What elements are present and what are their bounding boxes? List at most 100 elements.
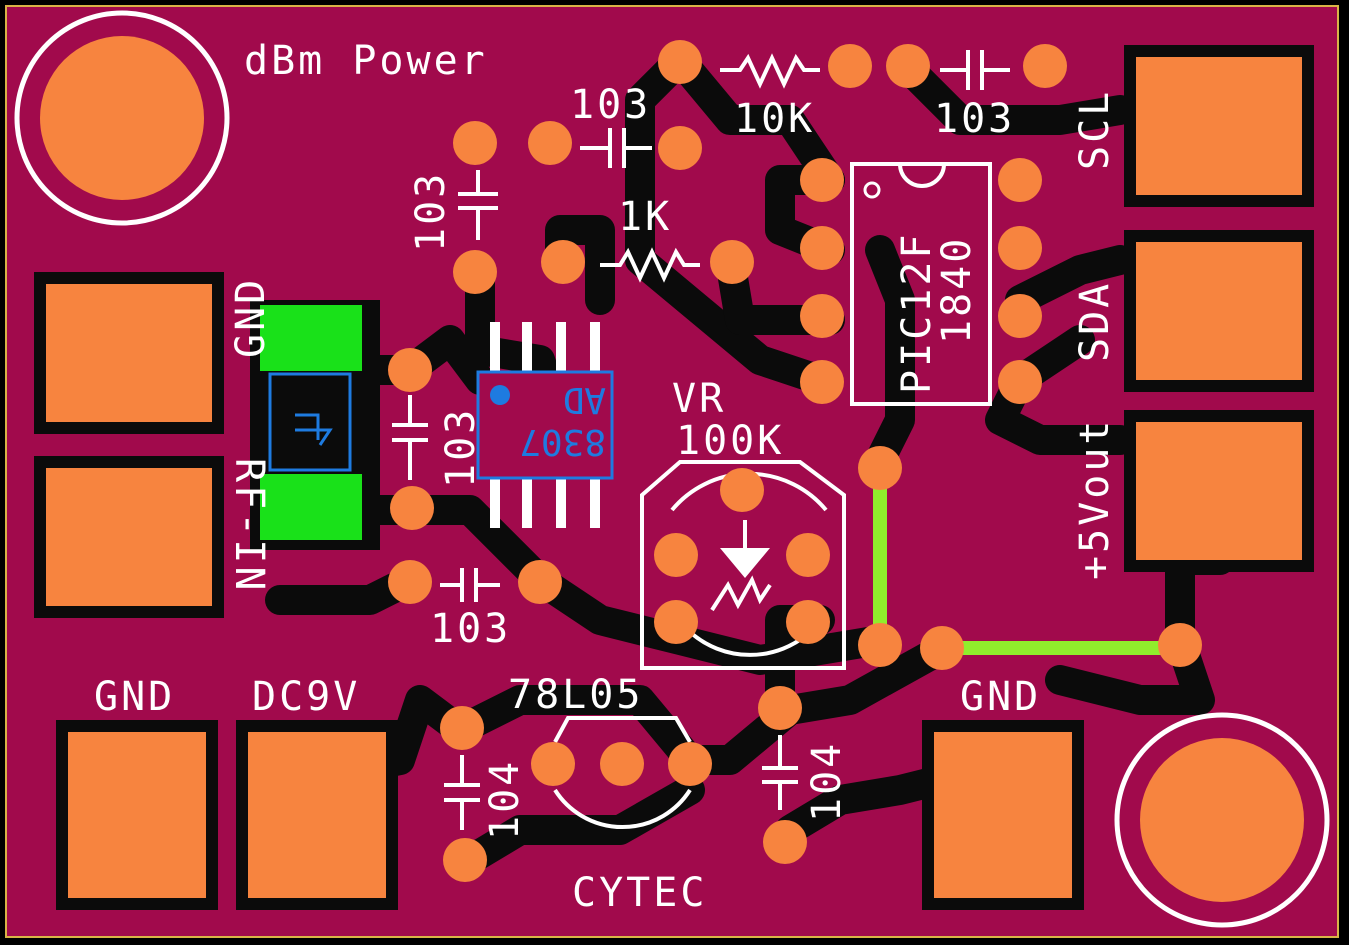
pad [518,560,562,604]
pad [920,626,964,670]
pad [998,360,1042,404]
label-mcu-line1: PIC12F [894,232,940,395]
label-c-right-top: 103 [934,96,1015,142]
pad-gnd-br [934,732,1072,898]
pad [786,533,830,577]
regulator-outline [553,716,692,830]
cap-mid-symbol [392,395,428,480]
pad [654,600,698,644]
cap-top-symbol [580,128,652,168]
pad [668,742,712,786]
reg-bottom [553,788,692,830]
cap-104-left-symbol [444,755,480,830]
through-hole-pads [388,40,1202,882]
cap-right-symbol [940,50,1010,90]
smd-pad-top [260,305,362,371]
pad [654,533,698,577]
pad [858,446,902,490]
mounting-hole-ring [14,10,230,226]
smd-outline [268,372,352,472]
trace [775,765,955,845]
trace [1005,245,1135,315]
vr-zigzag [710,575,772,612]
label-vout: +5Vout [1072,418,1118,581]
trace [455,775,705,875]
brand-label: CYTEC [572,870,707,916]
pad [828,44,872,88]
smd-symbol [295,413,333,446]
pad [1023,44,1067,88]
reg-top [553,716,692,744]
pad [390,486,434,530]
trace [665,45,845,195]
mounting-hole [40,36,204,200]
jumper-wires [873,470,1180,655]
label-c-bottom: 103 [430,606,511,652]
pad [453,121,497,165]
pad-vout [1136,422,1302,560]
vr-frame [640,460,846,670]
pad [998,158,1042,202]
pad [786,600,830,644]
label-regulator: 78L05 [508,672,643,718]
pad [440,706,484,750]
silkscreen-text: dBm Power CYTEC GND RF-IN SCL SDA +5Vout… [94,38,1118,916]
trace [445,685,705,775]
smd-component [250,300,380,550]
label-r-1k: 1K [618,194,672,240]
pad [528,121,572,165]
trace [625,45,835,395]
trace [395,495,895,675]
pad [658,126,702,170]
pad [443,838,487,882]
pad [800,158,844,202]
pad [720,468,764,512]
pad [800,360,844,404]
label-rf-in: RF-IN [226,458,272,593]
pic-ic [850,162,992,406]
pad [710,240,754,284]
label-gnd-bottom-right: GND [960,674,1041,720]
pad-sda [1136,242,1302,380]
smd-pad-bottom [260,474,362,540]
pad [388,560,432,604]
mounting-hole [1140,738,1304,902]
label-c-104-left: 104 [482,759,528,840]
label-gnd-bottom-left: GND [94,674,175,720]
label-vr-value: 100K [676,418,784,464]
label-mcu-line2: 1840 [934,236,980,344]
cap-left-vert-symbol [458,170,498,240]
pad-rf-in [46,468,212,606]
label-c-left-vertical: 103 [408,171,454,252]
cap-104-right-symbol [762,735,798,810]
pad [541,240,585,284]
label-sda: SDA [1072,281,1118,362]
resistor-1k-symbol [600,247,700,283]
pad-scl [1136,57,1302,195]
label-scl: SCL [1072,89,1118,170]
resistor-10k-symbol [720,53,820,89]
pad-gnd-bl [68,732,206,898]
pad [388,348,432,392]
pad [758,686,802,730]
label-detector-line2: 8307 [519,421,606,462]
ic-outline [850,162,992,406]
pin1-marker [863,181,881,199]
notch [898,163,946,188]
connector-pads [34,45,1314,910]
pad [1158,623,1202,667]
pad [453,250,497,294]
pad [600,742,644,786]
label-detector-line1: AD [563,379,606,420]
pad [763,820,807,864]
pad [531,742,575,786]
pad [998,226,1042,270]
pad-dc9v [248,732,386,898]
board-title: dBm Power [244,38,488,84]
trace [865,235,915,475]
cap-bottom-symbol [440,568,500,602]
label-gnd-left: GND [228,277,274,358]
label-r-10k: 10K [734,96,815,142]
pad [886,44,930,88]
vr-arrow-head [720,548,770,578]
